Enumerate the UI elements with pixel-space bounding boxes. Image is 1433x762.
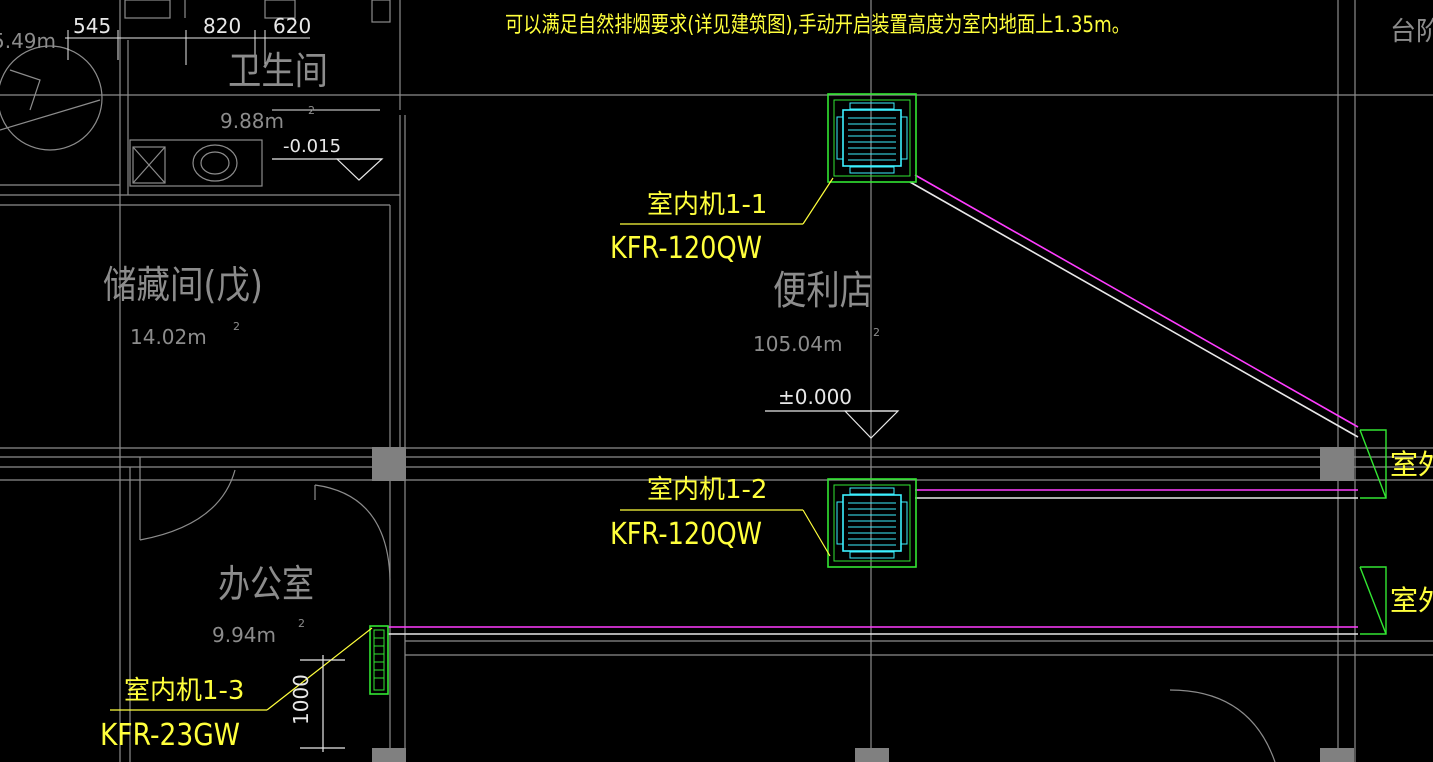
top-right-partial-label: 台阶 xyxy=(1390,17,1433,47)
office-area: 9.94m xyxy=(212,623,276,647)
outdoor-unit-label-1: 室外机 xyxy=(1390,448,1433,481)
refrigerant-pipes xyxy=(388,174,1359,635)
restroom-area: 9.88m xyxy=(220,109,284,133)
indoor-unit-1-3[interactable] xyxy=(369,625,389,695)
indoor-unit-1-2[interactable] xyxy=(827,478,917,568)
restroom-area-sup: 2 xyxy=(308,104,315,117)
office-area-sup: 2 xyxy=(298,617,305,630)
level-markers xyxy=(272,158,900,439)
storage-name: 储藏间(戊) xyxy=(103,263,263,307)
store-name: 便利店 xyxy=(773,268,873,314)
indoor-unit-1-1[interactable] xyxy=(827,93,917,183)
height-dimension xyxy=(300,655,345,752)
dim-820: 820 xyxy=(203,14,241,38)
store-area-sup: 2 xyxy=(873,326,880,339)
structural-columns xyxy=(372,447,1354,762)
unit-1-1-model: KFR-120QW xyxy=(610,231,762,266)
dim-620: 620 xyxy=(273,14,311,38)
general-note: 可以满足自然排烟要求(详见建筑图),手动开启装置高度为室内地面上1.35m。 xyxy=(505,13,1130,38)
storage-area: 14.02m xyxy=(130,325,207,349)
height-dim-1000: 1000 xyxy=(289,674,313,725)
unit-1-3-name: 室内机1-3 xyxy=(124,676,244,706)
office-name: 办公室 xyxy=(218,562,314,606)
outdoor-unit-label-2: 室外机 xyxy=(1390,584,1433,617)
store-level: ±0.000 xyxy=(778,385,852,409)
unit-1-2-model: KFR-120QW xyxy=(610,517,762,552)
storage-area-sup: 2 xyxy=(233,320,240,333)
dim-545: 545 xyxy=(73,14,111,38)
unit-1-3-model: KFR-23GW xyxy=(100,718,240,753)
restroom-name: 卫生间 xyxy=(228,49,328,93)
restroom-level: -0.015 xyxy=(283,136,341,157)
unit-1-2-name: 室内机1-2 xyxy=(647,475,767,505)
outdoor-unit-symbols xyxy=(1359,429,1387,635)
store-area: 105.04m xyxy=(753,332,842,356)
unit-1-1-name: 室内机1-1 xyxy=(647,190,767,220)
area-partial: 5.49m xyxy=(0,29,56,53)
label-leaders xyxy=(110,177,834,711)
top-dimension-marks xyxy=(65,30,380,111)
